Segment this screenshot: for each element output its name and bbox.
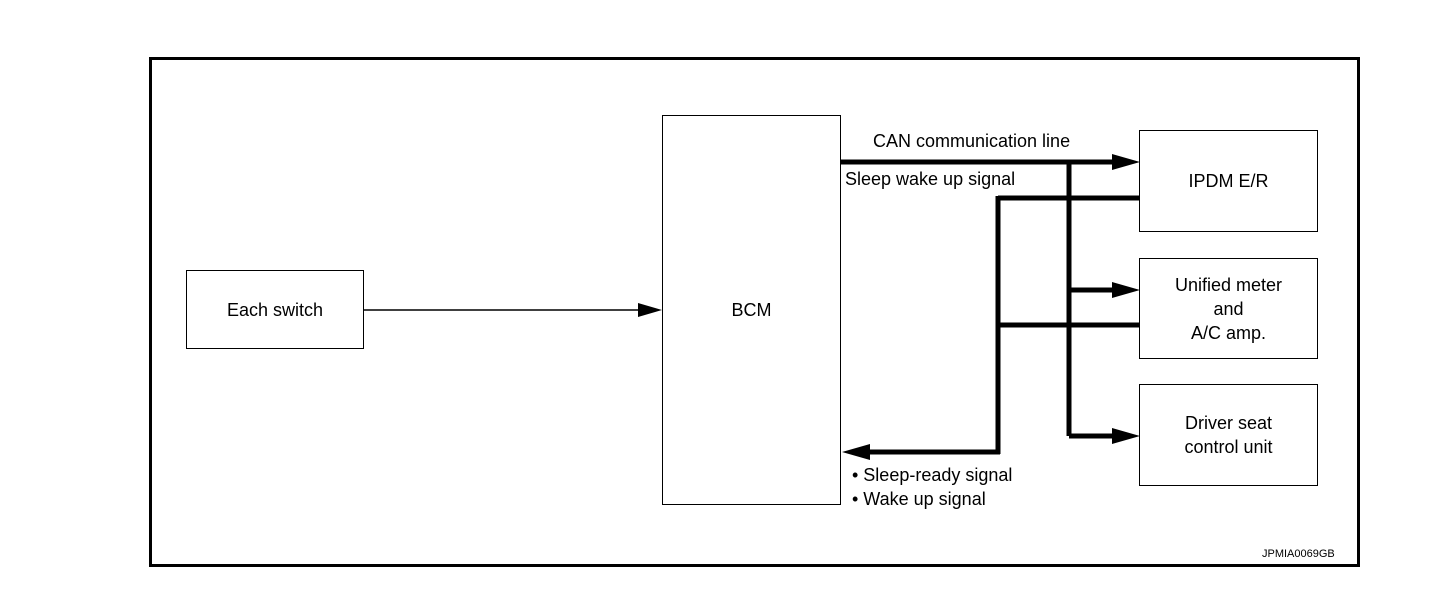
- each-switch-block: Each switch: [186, 270, 364, 349]
- wake-up-label: • Wake up signal: [852, 489, 986, 509]
- return-to-bcm-arrow: [842, 444, 870, 460]
- diagram-frame: [149, 57, 1360, 567]
- switch-to-bcm-arrow: [638, 303, 662, 317]
- can-line-label: CAN communication line: [873, 131, 1071, 151]
- sleep-wake-label: Sleep wake up signal: [845, 169, 1016, 189]
- figure-code: JPMIA0069GB: [1262, 548, 1335, 560]
- can-to-ipdm-arrow: [1112, 154, 1140, 170]
- ipdm-label: IPDM E/R: [1188, 171, 1269, 191]
- driver-seat-block: Driver seat control unit: [1139, 384, 1318, 486]
- unified-meter-label: Unified meter and A/C amp.: [1174, 274, 1283, 343]
- unified-meter-block: Unified meter and A/C amp.: [1139, 258, 1318, 359]
- bcm-block: BCM: [662, 115, 841, 505]
- ipdm-block: IPDM E/R: [1139, 130, 1318, 232]
- can-to-seat-arrow: [1112, 428, 1140, 444]
- driver-seat-label: Driver seat control unit: [1184, 413, 1273, 457]
- sleep-ready-label: • Sleep-ready signal: [852, 465, 1013, 485]
- bcm-label: BCM: [731, 300, 772, 320]
- each-switch-label: Each switch: [226, 299, 324, 320]
- can-to-meter-arrow: [1112, 282, 1140, 298]
